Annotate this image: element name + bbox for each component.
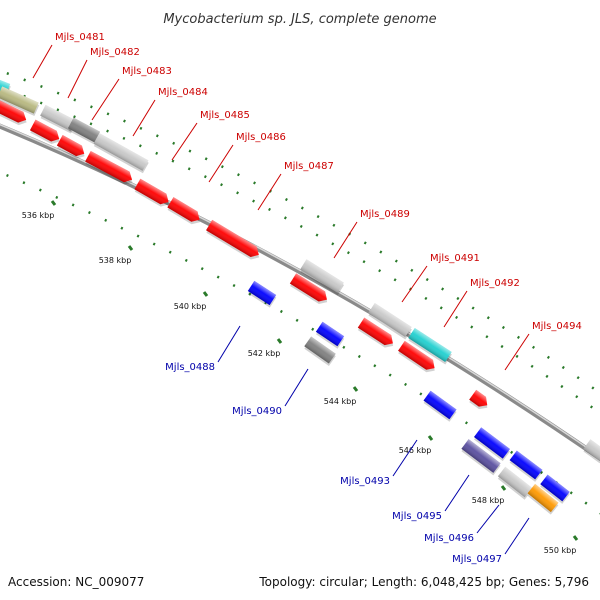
- tick-label: 544 kbp: [324, 397, 357, 406]
- tick-mark: [276, 338, 283, 344]
- gene-label-mjls_0483: Mjls_0483: [122, 66, 172, 77]
- leader-line: [476, 504, 500, 534]
- gene-block-mjls_0491: [368, 302, 412, 340]
- map-title: Mycobacterium sp. JLS, complete genome: [163, 12, 436, 27]
- gene-label-mjls_0493: Mjls_0493: [340, 476, 390, 487]
- gene-block-mjls_0493: [474, 427, 510, 462]
- gene-block: [289, 273, 328, 304]
- tick-mark: [427, 435, 434, 441]
- gene-label-mjls_0487: Mjls_0487: [284, 161, 334, 172]
- tick-mark: [202, 291, 209, 297]
- tick-mark: [127, 245, 134, 251]
- gene-block-mjls_0490: [304, 336, 336, 367]
- tick-mark: [572, 535, 579, 541]
- gene-block-mjls_0487: [206, 219, 260, 260]
- leader-line: [132, 99, 156, 137]
- gene-block-mjls_0482: [40, 104, 77, 134]
- gene-label-mjls_0488: Mjls_0488: [165, 362, 215, 373]
- gene-features: [0, 72, 600, 515]
- leader-line: [91, 78, 120, 121]
- gene-block-mjls_0481: [0, 86, 40, 117]
- gene-label-mjls_0492: Mjls_0492: [470, 278, 520, 289]
- dotted-track-2: [0, 170, 600, 515]
- leader-line: [67, 59, 88, 99]
- dotted-track-3: [0, 69, 600, 395]
- tick-label: 540 kbp: [174, 302, 207, 311]
- tick-label: 536 kbp: [22, 211, 55, 220]
- tick-mark: [50, 200, 57, 206]
- leader-line: [392, 439, 418, 477]
- gene-label-mjls_0491: Mjls_0491: [430, 253, 480, 264]
- leader-line: [444, 474, 470, 512]
- leader-line: [443, 290, 468, 328]
- gene-block-mjls_0485: [85, 150, 133, 185]
- gene-block-mjls_0486: [134, 178, 169, 207]
- gene-block-mjls_0495: [461, 439, 501, 476]
- leader-line: [504, 517, 530, 555]
- gene-label-mjls_0485: Mjls_0485: [200, 110, 250, 121]
- gene-label-mjls_0497: Mjls_0497: [452, 554, 502, 565]
- gene-label-mjls_0490: Mjls_0490: [232, 406, 282, 417]
- tick-label: 542 kbp: [248, 349, 281, 358]
- gene-block: [0, 98, 27, 126]
- gene-block: [167, 197, 200, 225]
- gene-block-mjls_0489: [300, 259, 345, 296]
- gene-block-mjls_0488: [247, 280, 277, 308]
- gene-block-mjls_0496: [497, 466, 533, 500]
- tick-label: 550 kbp: [544, 546, 577, 555]
- leader-line: [171, 122, 198, 161]
- gene-label-mjls_0494: Mjls_0494: [532, 321, 582, 332]
- gene-block-mjls_0497: [527, 483, 559, 515]
- gene-label-mjls_0482: Mjls_0482: [90, 47, 140, 58]
- gene-label-mjls_0489: Mjls_0489: [360, 209, 410, 220]
- gene-block: [315, 321, 345, 349]
- gene-block-mjls_0483: [67, 117, 101, 145]
- leader-line: [401, 265, 428, 303]
- leader-line: [333, 221, 358, 259]
- tick-label: 538 kbp: [99, 256, 132, 265]
- gene-block: [29, 119, 60, 144]
- leader-line: [32, 44, 53, 79]
- tick-label: 546 kbp: [399, 446, 432, 455]
- gene-block: [540, 474, 570, 504]
- gene-block: [398, 340, 435, 373]
- gene-label-mjls_0484: Mjls_0484: [158, 87, 208, 98]
- leader-line: [217, 325, 241, 363]
- gene-label-mjls_0495: Mjls_0495: [392, 511, 442, 522]
- accession-text: Accession: NC_009077: [8, 575, 144, 589]
- gene-label-mjls_0496: Mjls_0496: [424, 533, 474, 544]
- gene-block: [56, 134, 85, 159]
- gene-label-mjls_0481: Mjls_0481: [55, 32, 105, 43]
- leader-line: [208, 144, 234, 183]
- leader-line: [257, 173, 282, 211]
- gene-block-mjls_0492: [408, 327, 452, 365]
- gene-block-mjls_0484: [93, 133, 149, 174]
- genome-summary-text: Topology: circular; Length: 6,048,425 bp…: [258, 575, 589, 589]
- scale-ticks: 536 kbp 538 kbp 540 kbp 542 kbp 544 kbp 546 k…: [22, 200, 579, 555]
- gene-block: [423, 390, 457, 422]
- gene-block-mjls_0494: [469, 389, 488, 410]
- tick-mark: [500, 485, 507, 491]
- gene-block: [583, 439, 600, 464]
- leader-line: [284, 368, 309, 407]
- gene-label-mjls_0486: Mjls_0486: [236, 132, 286, 143]
- tick-mark: [352, 386, 359, 392]
- tick-label: 548 kbp: [472, 496, 505, 505]
- genome-backbone: [0, 123, 600, 462]
- gene-block: [357, 317, 394, 348]
- gene-block: [509, 450, 543, 482]
- leader-line: [504, 333, 530, 371]
- gene-labels: Mjls_0481Mjls_0482Mjls_0483Mjls_0484Mjls…: [32, 32, 582, 565]
